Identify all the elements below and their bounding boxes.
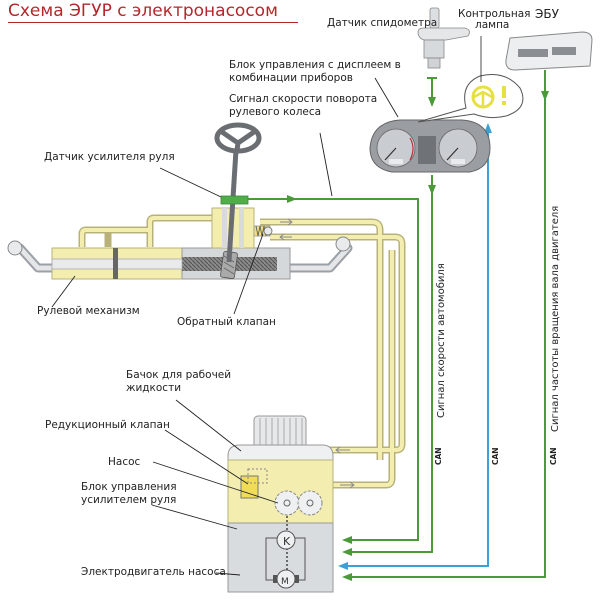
label-pump: Насос: [108, 456, 141, 468]
label-vehicle-speed-signal: Сигнал скорости автомобиля: [436, 263, 447, 418]
label-warning-lamp-1: Контрольная: [458, 8, 531, 20]
leader-lines: [51, 77, 399, 576]
steering-gear: [7, 122, 353, 280]
motor-symbol: M: [281, 577, 289, 587]
label-steering-sensor: Датчик усилителя руля: [44, 151, 175, 163]
ecu-icon: [505, 31, 593, 71]
label-reservoir-1: Бачок для рабочей: [126, 369, 232, 381]
label-warning-lamp-2: лампа: [475, 19, 510, 31]
label-reservoir-2: жидкости: [126, 382, 182, 394]
speedometer-sensor-icon: [417, 7, 470, 69]
label-check-valve: Обратный клапан: [177, 316, 276, 328]
label-control-unit-2: усилителем руля: [81, 494, 177, 506]
label-pressure-relief-valve: Редукционный клапан: [45, 419, 170, 431]
label-steering-speed-signal-2: рулевого колеса: [229, 106, 322, 118]
label-engine-speed-signal: Сигнал частоты вращения вала двигателя: [550, 205, 561, 432]
diagram-title: Схема ЭГУР с электронасосом: [8, 1, 298, 23]
label-steering-speed-signal-1: Сигнал скорости поворота: [229, 93, 378, 105]
label-instrument-cluster-2: комбинации приборов: [229, 72, 353, 84]
label-can-engine-speed: CAN: [549, 447, 558, 465]
label-ecu: ЭБУ: [535, 7, 559, 21]
label-can-warning-lamp: CAN: [491, 447, 500, 465]
pump-unit: [227, 415, 334, 593]
instrument-cluster-icon: [369, 119, 491, 173]
transistor-symbol: K: [283, 535, 291, 548]
label-can-vehicle-speed: CAN: [434, 447, 443, 465]
signal-wires: [248, 70, 549, 581]
label-pump-motor: Электродвигатель насоса: [81, 566, 226, 578]
warning-lamp-icon: [417, 36, 524, 123]
pump-gears-icon: [274, 490, 323, 516]
label-instrument-cluster-1: Блок управления с дисплеем в: [229, 59, 401, 71]
label-control-unit-1: Блок управления: [81, 481, 177, 493]
label-steering-gear: Рулевой механизм: [37, 305, 140, 317]
label-speedometer-sensor: Датчик спидометра: [327, 17, 438, 29]
